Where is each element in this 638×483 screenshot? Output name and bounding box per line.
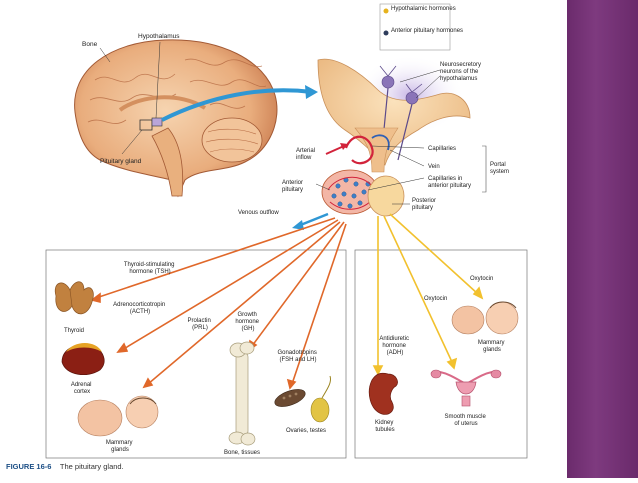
arterial-inflow-label: Arterial inflow [296,148,317,161]
pituitary-diagram: Hypothalamic hormones Anterior pituitary… [6,3,528,473]
target-organs-posterior: Kidney tubules Smooth muscle of uterus M… [368,301,519,433]
uterus-label: Smooth muscle of uterus [444,414,487,427]
venous-outflow-label: Venous outflow [238,210,279,216]
thyroid-illustration [54,281,94,315]
mammary-left-label: Mammary glands [106,440,134,453]
posterior-targets-box [354,249,528,459]
prl-label: Prolactin (PRL) [187,318,212,331]
fsh-lh-label: Gonadotropins (FSH and LH) [277,350,318,363]
posterior-hormone-arrows [372,213,484,376]
thyroid-label: Thyroid [64,328,84,334]
uterus-illustration [430,369,502,407]
zoom-arrow-head [305,85,318,99]
adrenal-label: Adrenal cortex [71,382,93,395]
ovaries-testes-illustration [274,375,331,423]
portal-system-label: Portal system [490,162,509,175]
slide-side-bar [567,0,638,478]
pituitary-gland-label: Pituitary gland [100,158,142,165]
vein-label: Vein [428,164,440,170]
pituitary-detail: Neurosecretory neurons of the hypothalam… [238,55,509,230]
brain-illustration: Bone Hypothalamus Pituitary gland [74,33,278,198]
oxytocin-label-2: Oxytocin [424,296,447,302]
oxytocin-label-1: Oxytocin [470,276,493,282]
mammary-left-illustration [77,395,159,437]
posterior-pituitary [367,175,405,217]
mammary-right-illustration [451,301,519,335]
hypothalamic-legend-dot [383,8,389,14]
bone-illustration [228,341,256,446]
tsh-label: Thyroid-stimulating hormone (TSH) [124,262,176,275]
ovaries-testes-label: Ovaries, testes [286,428,326,434]
capillaries-label: Capillaries [428,146,456,152]
target-organs-anterior: Thyroid Adrenal cortex Mammary glands [54,281,331,456]
hypothalamus-label: Hypothalamus [138,33,180,40]
anterior-legend-dot [383,30,389,36]
posterior-pituitary-label: Posterior pituitary [412,198,438,211]
zoom-arrow [161,88,313,122]
gh-label: Growth hormone (GH) [235,312,260,332]
acth-label: Adrenocorticotropin (ACTH) [113,302,167,315]
adrenal-illustration [61,343,105,376]
legend: Hypothalamic hormones Anterior pituitary… [379,3,463,51]
neurosecretory-label: Neurosecretory neurons of the hypothalam… [440,62,483,82]
hormone-labels: Thyroid-stimulating hormone (TSH) Adreno… [113,262,493,363]
legend-hypothalamic: Hypothalamic hormones [391,6,456,12]
anterior-targets-box [45,249,347,459]
bone-tissues-label: Bone, tissues [224,450,260,456]
legend-anterior: Anterior pituitary hormones [391,28,463,34]
mammary-right-label: Mammary glands [478,340,506,353]
anterior-pituitary-label: Anterior pituitary [282,180,305,193]
kidney-label: Kidney tubules [375,420,395,433]
capillaries-anterior-label: Capillaries in anterior pituitary [428,176,471,189]
bone-label: Bone [82,41,98,48]
figure-caption: FIGURE 16-6 The pituitary gland. [6,456,124,473]
adh-label: Antidiuretic hormone (ADH) [379,336,410,356]
kidney-illustration [368,372,398,415]
anterior-hormone-arrows [90,217,347,390]
